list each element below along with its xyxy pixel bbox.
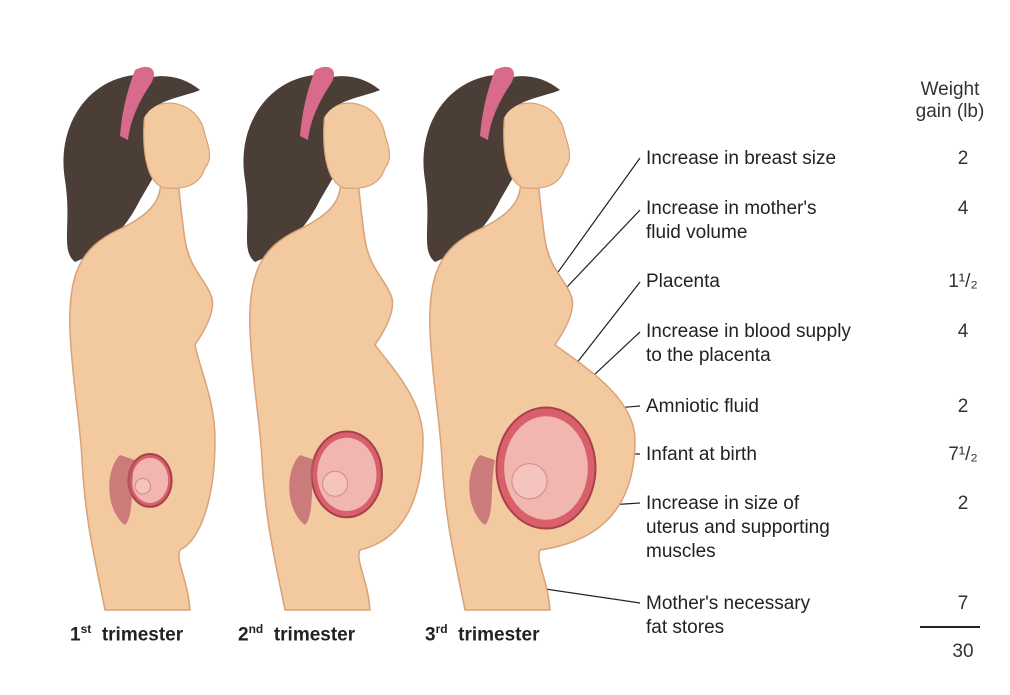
component-weight: 2: [923, 147, 1003, 171]
total-rule: [920, 626, 980, 628]
face: [144, 103, 210, 188]
weight-header-line1: Weight: [905, 79, 995, 101]
component-label-line: to the placenta: [646, 344, 851, 368]
component-label: Placenta: [646, 270, 720, 294]
component-label-line: Infant at birth: [646, 443, 757, 467]
component-label-line: Increase in size of: [646, 492, 830, 516]
weight-header-line2: gain (lb): [905, 101, 995, 123]
fetus-head: [323, 471, 348, 496]
component-weight: 7¹/₂: [923, 443, 1003, 467]
component-label: Infant at birth: [646, 443, 757, 467]
component-label-line: fat stores: [646, 616, 810, 640]
component-label-line: Mother's necessary: [646, 592, 810, 616]
total-weight: 30: [923, 641, 1003, 663]
component-weight: 2: [923, 492, 1003, 516]
component-label-line: muscles: [646, 540, 830, 564]
component-weight: 2: [923, 395, 1003, 419]
component-label-line: Increase in blood supply: [646, 320, 851, 344]
component-label: Increase in breast size: [646, 147, 836, 171]
component-label-line: Increase in breast size: [646, 147, 836, 171]
component-label-line: uterus and supporting: [646, 516, 830, 540]
component-weight: 1¹/₂: [923, 270, 1003, 294]
fetus: [317, 438, 376, 511]
component-label-line: Amniotic fluid: [646, 395, 759, 419]
component-weight: 7: [923, 592, 1003, 616]
component-label-line: fluid volume: [646, 221, 816, 245]
component-label: Amniotic fluid: [646, 395, 759, 419]
component-weight: 4: [923, 197, 1003, 221]
trimester-label-1: 1st trimester: [70, 622, 183, 646]
fetus: [504, 416, 588, 519]
trimester-label-3: 3rd trimester: [425, 622, 539, 646]
fetus-head: [512, 464, 547, 499]
component-label-line: Placenta: [646, 270, 720, 294]
weight-gain-column-header: Weight gain (lb): [905, 79, 995, 123]
face: [324, 103, 390, 188]
component-label-line: Increase in mother's: [646, 197, 816, 221]
component-weight: 4: [923, 320, 1003, 344]
face: [504, 103, 570, 188]
fetus-head: [135, 478, 150, 493]
trimester-label-2: 2nd trimester: [238, 622, 355, 646]
